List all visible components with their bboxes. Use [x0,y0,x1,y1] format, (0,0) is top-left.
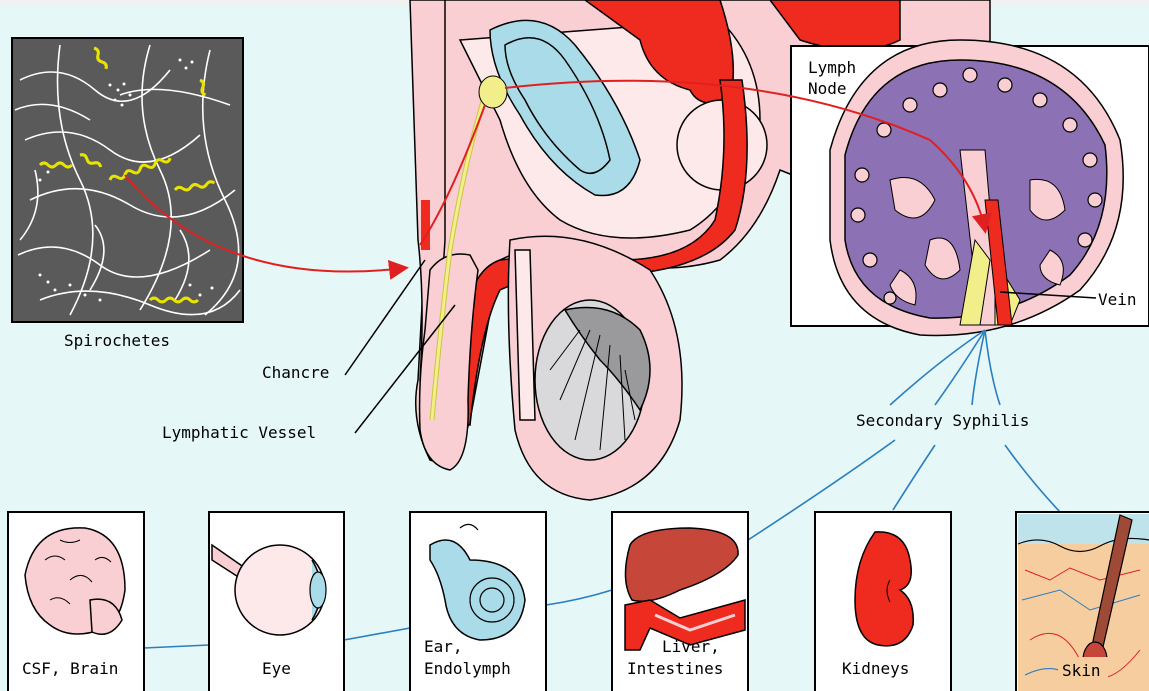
vein-label: Vein [1098,290,1137,309]
secondary-syphilis-label: Secondary Syphilis [856,411,1029,430]
organ-label-brain: CSF, Brain [22,659,118,678]
lymph-node-label-line1: Lymph [808,58,856,77]
organ-label-eye: Eye [262,659,291,678]
lymph-node-label-line2: Node [808,79,847,98]
chancre-label: Chancre [262,363,329,382]
organ-label-ear-line1: Ear, [424,637,463,656]
organ-panels: CSF, Brain Eye Ear, Endolymph Liv [8,512,1149,691]
organ-box-kidneys: Kidneys [815,512,951,691]
lymphatic-vessel-label: Lymphatic Vessel [162,423,316,442]
organ-label-liver-line2: Intestines [627,659,723,678]
organ-label-ear-line2: Endolymph [424,659,511,678]
organ-label-liver-line1: Liver, [662,637,720,656]
organ-box-skin: Skin [1016,512,1149,691]
organ-label-skin: Skin [1062,661,1101,680]
spirochetes-panel: Spirochetes [12,38,243,350]
organ-label-kidneys: Kidneys [842,659,909,678]
organ-box-brain: CSF, Brain [8,512,144,691]
organ-box-liver: Liver, Intestines [612,512,748,691]
organ-box-ear: Ear, Endolymph [410,512,546,691]
spirochetes-label: Spirochetes [64,331,170,350]
organ-box-eye: Eye [209,512,344,691]
